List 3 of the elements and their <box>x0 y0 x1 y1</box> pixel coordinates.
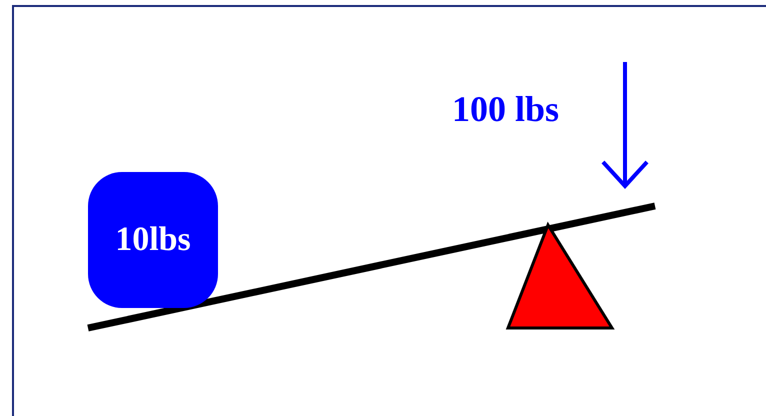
force-label: 100 lbs <box>452 88 560 130</box>
weight-block <box>88 172 218 308</box>
weight-label: 10lbs <box>115 221 191 259</box>
